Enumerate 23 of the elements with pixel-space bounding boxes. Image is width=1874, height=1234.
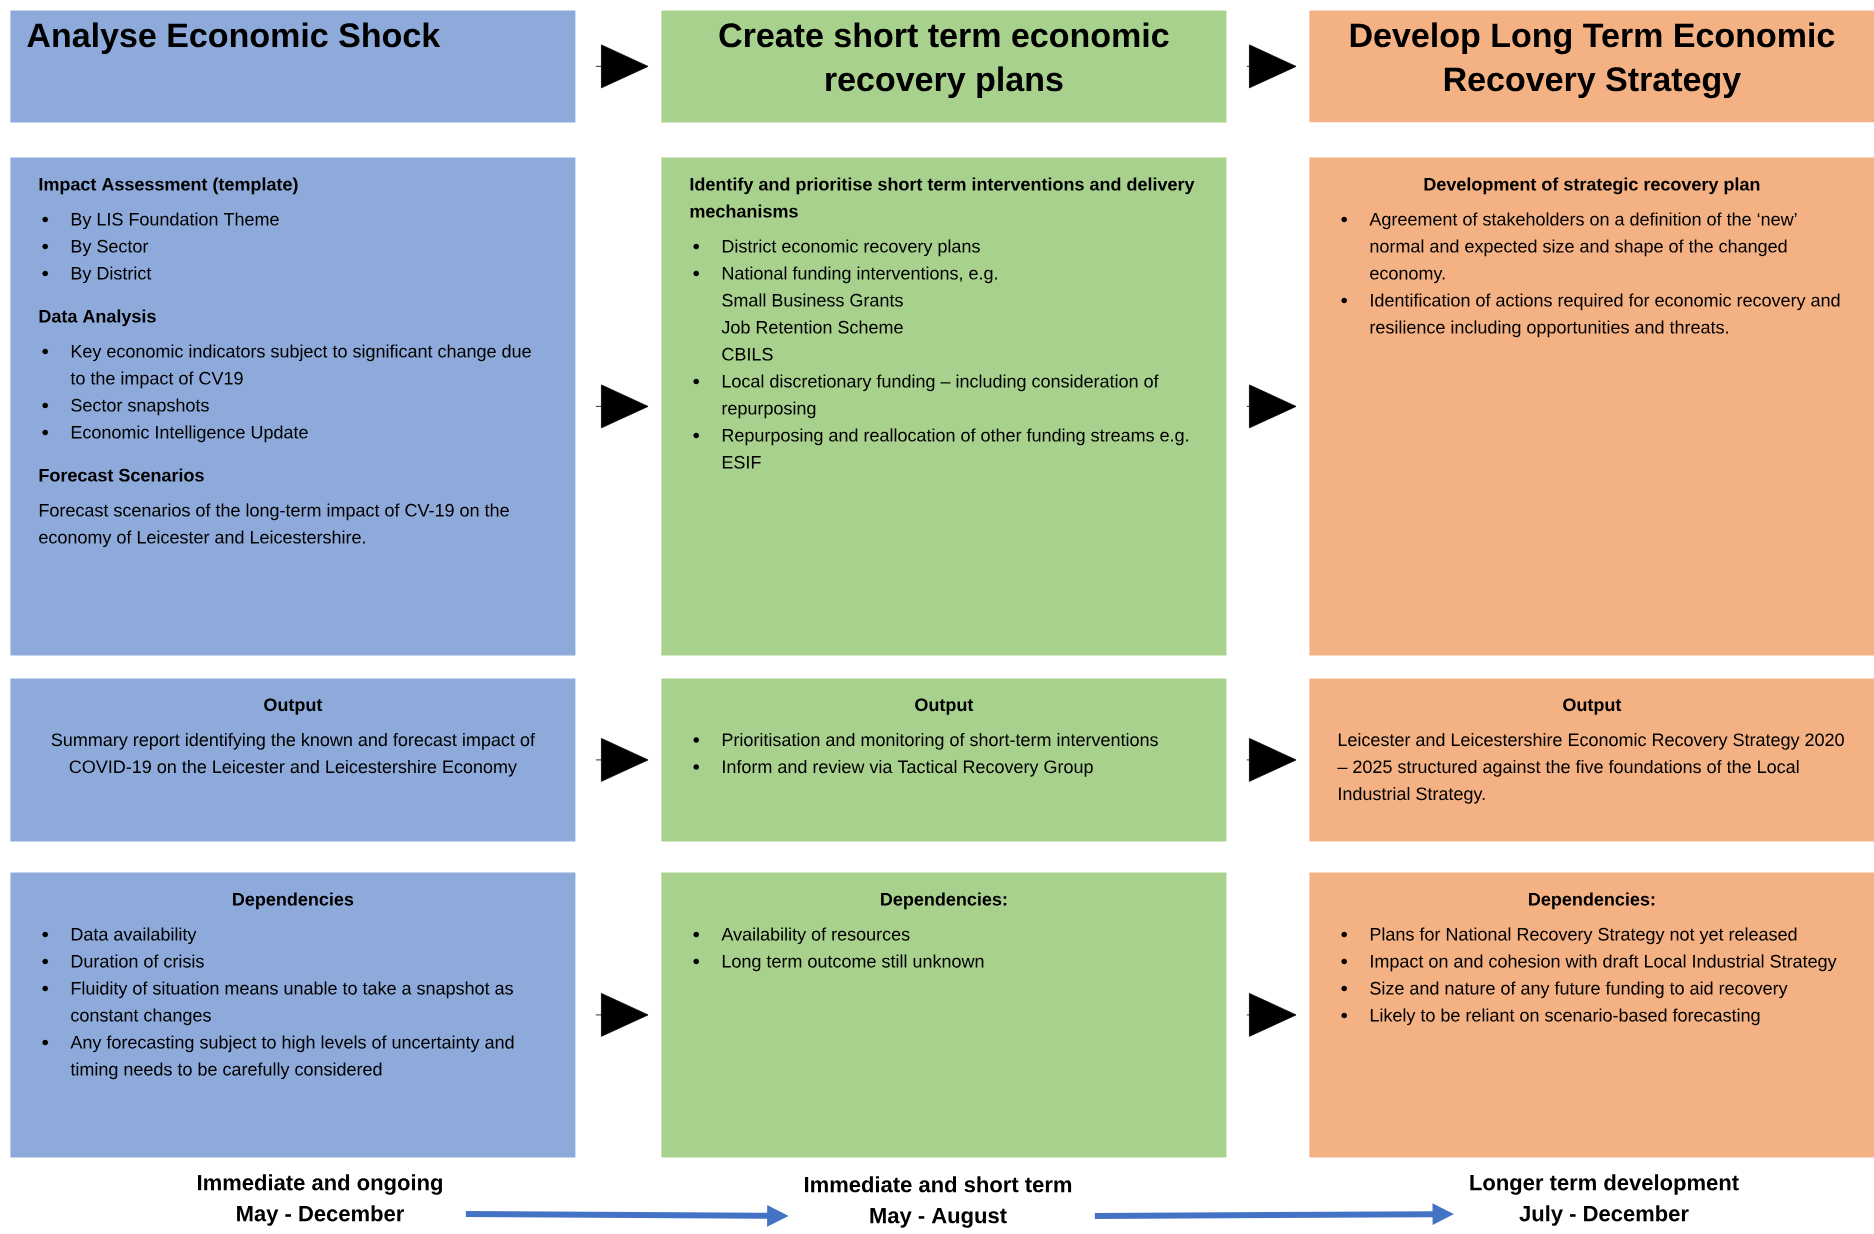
phase-label: Longer term development July - December — [1470, 1174, 1739, 1226]
content-box: Output Leicester and Leicestershire Economic Recovery Strategy 2020 – 2025 structured against the five foundations of the Local Industrial Strategy. — [1309, 678, 1874, 842]
content-box: Development of strategic recovery plan Agreement of stakeholders on a definition of the ‘new’ normal and expected size and shape of the changed economy. Identification of actions required for economic recovery and resilience including opportunities and threats. — [1309, 157, 1874, 656]
title-box: Analyse Economic Shock — [10, 10, 576, 123]
arrow — [595, 738, 649, 782]
title-box: Develop Long Term Economic Recovery Strategy — [1309, 10, 1874, 123]
arrow — [1246, 738, 1297, 782]
content-box: Impact Assessment (template) By LIS Foundation Theme By Sector By District Data Analysis Key economic indicators subject to significant change due to the impact of CV19 Sector snapshots Economic Intelligence Update Forecast Scenarios Forecast scenarios of the long-term impact of CV-19 on the economy of Leicester and Leicestershire. — [10, 157, 576, 656]
arrow — [1246, 993, 1297, 1037]
title-box: Create short term economic recovery plans — [661, 10, 1227, 123]
content-box: Dependencies: Plans for National Recovery Strategy not yet released Impact on and cohesion with draft Local Industrial Strategy Size and nature of any future funding to aid recovery Likely to be reliant on scenario-based forecasting — [1309, 872, 1874, 1158]
phase-label: Immediate and ongoing May - December — [198, 1174, 442, 1226]
phase-label: Immediate and short term May - August — [805, 1176, 1072, 1228]
arrow — [595, 384, 649, 429]
arrow — [595, 993, 649, 1037]
content-box: Identify and prioritise short term interventions and delivery mechanisms District economic recovery plans National funding interventions, e.g. Small Business Grants Job Retention Scheme CBILS Local discretionary funding – including consideration of repurposing Repurposing and reallocation of other funding streams e.g. ESIF — [661, 157, 1227, 656]
content-box: Output Summary report identifying the known and forecast impact of COVID-19 on the Leicester and Leicestershire Economy — [10, 678, 576, 842]
content-box: Dependencies: Availability of resources Long term outcome still unknown — [661, 872, 1227, 1158]
arrow — [595, 44, 649, 89]
arrow — [1246, 384, 1297, 429]
arrow — [1246, 44, 1297, 89]
content-box: Dependencies Data availability Duration of crisis Fluidity of situation means unable to take a snapshot as constant changes Any forecasting subject to high levels of uncertainty and timing needs to be carefully considered — [10, 872, 576, 1158]
content-box: Output Prioritisation and monitoring of short-term interventions Inform and review via Tactical Recovery Group — [661, 678, 1227, 842]
